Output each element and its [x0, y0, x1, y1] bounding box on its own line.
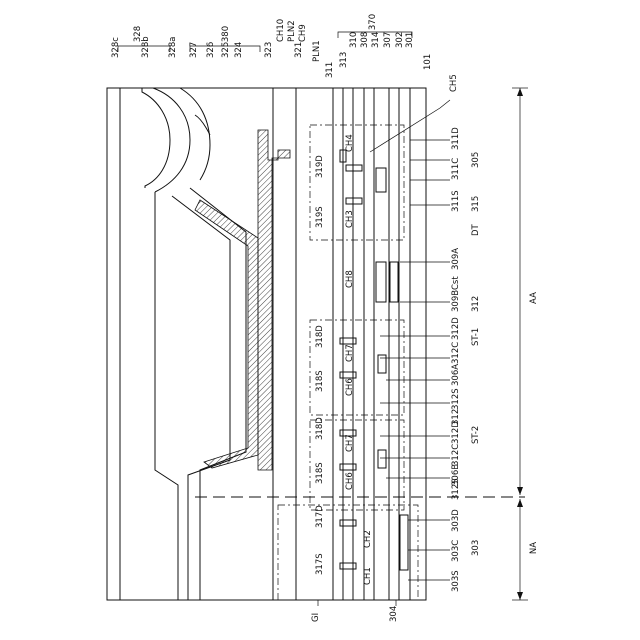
svg-text:319S: 319S	[315, 206, 325, 228]
svg-text:317S: 317S	[315, 553, 325, 575]
region-labels: AA NA	[529, 292, 539, 554]
svg-text:305: 305	[471, 152, 481, 168]
svg-text:CH6: CH6	[345, 472, 355, 490]
svg-text:CH8: CH8	[345, 270, 355, 288]
svg-text:312: 312	[471, 296, 481, 312]
svg-text:CH6: CH6	[345, 378, 355, 396]
svg-text:CH1: CH1	[363, 567, 373, 585]
svg-text:ST-2: ST-2	[471, 426, 481, 444]
pixel-electrode	[258, 130, 290, 470]
svg-text:310: 310	[349, 32, 359, 48]
svg-text:303: 303	[471, 540, 481, 556]
right-labels: 311D 305 311C 311S 315 DT 309A Cst 309B …	[451, 127, 481, 592]
svg-text:321: 321	[294, 42, 304, 58]
svg-text:101: 101	[423, 54, 433, 70]
region-aa: AA	[529, 292, 539, 304]
svg-text:312S: 312S	[451, 388, 461, 410]
label-370: 370	[368, 14, 378, 30]
svg-text:309A: 309A	[451, 248, 461, 270]
svg-text:CH9: CH9	[298, 24, 308, 42]
svg-text:328b: 328b	[141, 36, 151, 58]
region-na: NA	[529, 542, 539, 554]
svg-text:303S: 303S	[451, 570, 461, 592]
svg-text:312D: 312D	[451, 317, 461, 340]
svg-text:303C: 303C	[451, 540, 461, 562]
svg-text:317D: 317D	[315, 505, 325, 528]
svg-text:314: 314	[371, 32, 381, 48]
svg-text:312C: 312C	[451, 444, 461, 466]
svg-text:311D: 311D	[451, 127, 461, 150]
svg-text:PLN1: PLN1	[312, 40, 322, 62]
svg-text:CH7: CH7	[345, 434, 355, 452]
svg-text:ST-1: ST-1	[471, 328, 481, 346]
svg-text:311: 311	[325, 62, 335, 78]
svg-text:311C: 311C	[451, 158, 461, 180]
svg-text:308: 308	[360, 32, 370, 48]
svg-text:PLN2: PLN2	[287, 20, 297, 42]
svg-text:318D: 318D	[315, 325, 325, 348]
svg-text:327: 327	[189, 42, 199, 58]
svg-text:311S: 311S	[451, 190, 461, 212]
svg-text:323: 323	[264, 42, 274, 58]
svg-text:328c: 328c	[111, 37, 121, 58]
svg-text:CH5: CH5	[449, 74, 459, 92]
svg-text:312C: 312C	[451, 342, 461, 364]
svg-text:303D: 303D	[451, 509, 461, 532]
svg-text:307: 307	[383, 32, 393, 48]
svg-text:309B: 309B	[451, 290, 461, 312]
svg-text:318S: 318S	[315, 462, 325, 484]
svg-text:325: 325	[221, 42, 231, 58]
bottom-labels: GI 304	[311, 600, 399, 622]
svg-text:326: 326	[206, 42, 216, 58]
svg-text:318S: 318S	[315, 370, 325, 392]
channel-labels: CH4 CH3 CH8 CH7 CH6 CH7 CH6 CH2 CH1 CH5 …	[315, 74, 459, 585]
svg-text:313: 313	[339, 52, 349, 68]
svg-text:CH4: CH4	[345, 134, 355, 152]
encapsulation-layers	[142, 88, 258, 600]
svg-text:318D: 318D	[315, 417, 325, 440]
svg-text:315: 315	[471, 196, 481, 212]
svg-text:319D: 319D	[315, 155, 325, 178]
svg-text:304: 304	[389, 606, 399, 622]
region-dimensions	[512, 88, 528, 600]
svg-text:302: 302	[395, 32, 405, 48]
svg-text:CH3: CH3	[345, 210, 355, 228]
svg-text:328a: 328a	[168, 37, 178, 58]
svg-text:312S: 312S	[451, 478, 461, 500]
svg-text:306A: 306A	[451, 364, 461, 386]
label-380: 380	[221, 26, 231, 42]
svg-text:CH2: CH2	[363, 530, 373, 548]
svg-text:301: 301	[405, 32, 415, 48]
svg-text:GI: GI	[311, 613, 321, 622]
svg-text:Cst: Cst	[451, 276, 461, 290]
svg-text:324: 324	[234, 42, 244, 58]
svg-text:CH10: CH10	[276, 19, 286, 42]
svg-text:DT: DT	[471, 223, 481, 236]
svg-text:312D: 312D	[451, 421, 461, 444]
svg-text:CH7: CH7	[345, 344, 355, 362]
